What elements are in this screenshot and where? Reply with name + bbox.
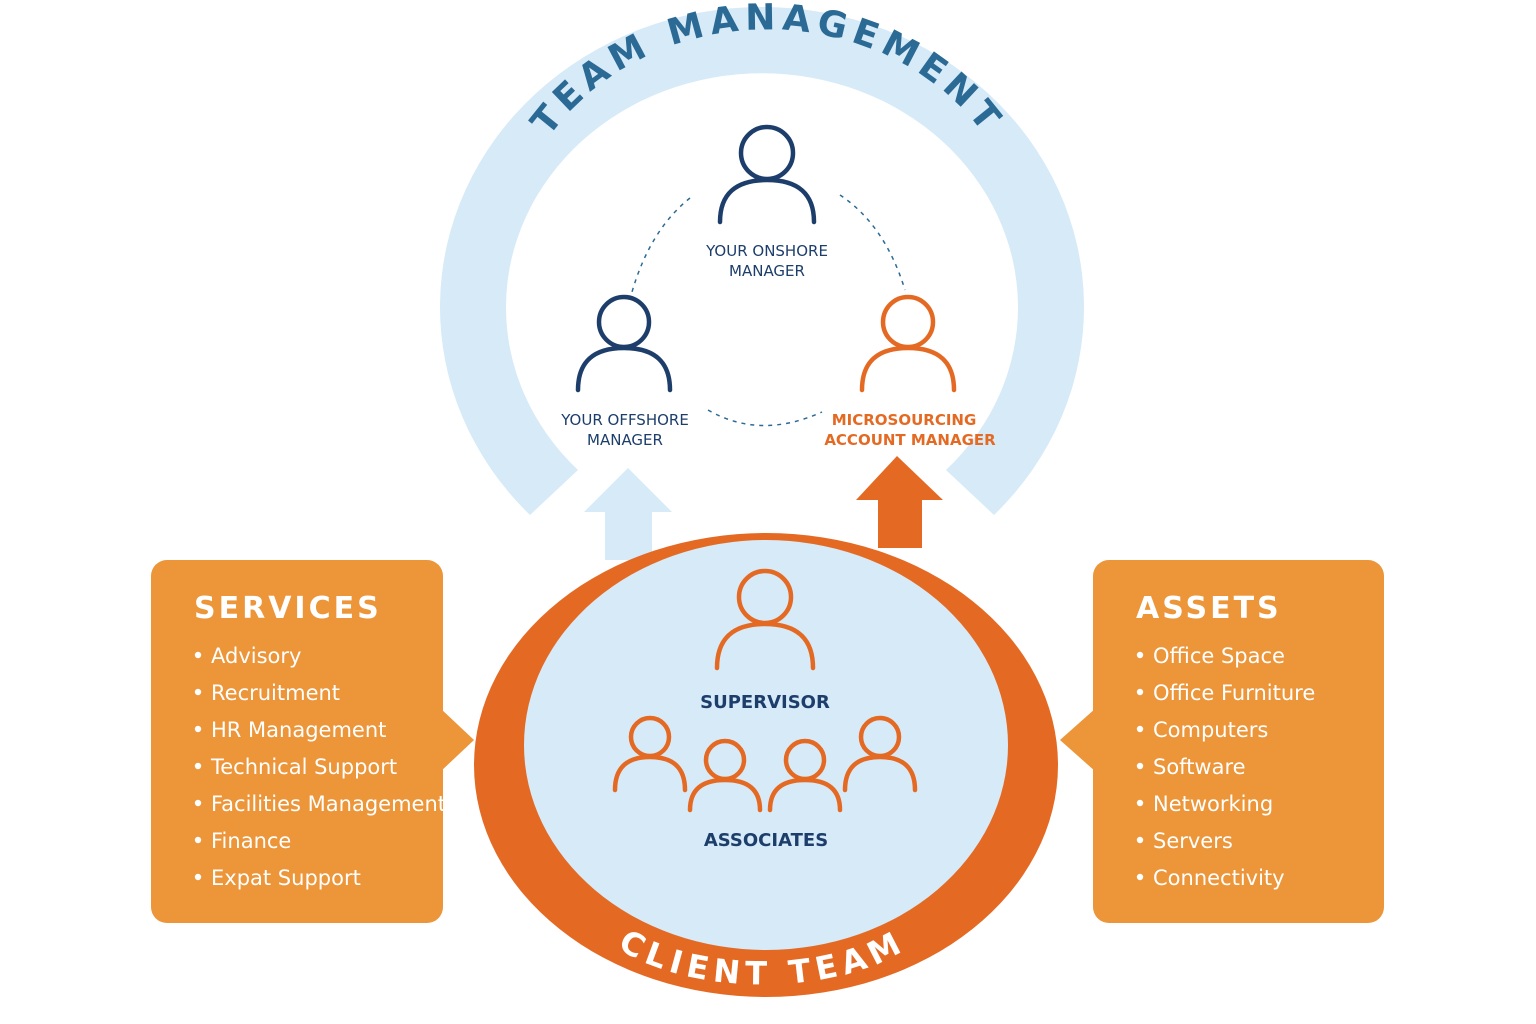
associate-icon — [767, 738, 843, 813]
offshore-up-arrow — [584, 468, 672, 560]
offshore-manager-label-line2: MANAGER — [587, 431, 663, 449]
onshore-manager-label-line2: MANAGER — [729, 262, 805, 280]
dashed-connectors — [631, 194, 906, 427]
offshore-manager-label-line1: YOUR OFFSHORE — [560, 411, 689, 429]
onshore-manager-label-line1: YOUR ONSHORE — [705, 242, 828, 260]
list-item: Finance — [194, 829, 291, 853]
svg-text:Facilities Management: Facilities Management — [211, 792, 446, 816]
offshore-manager-icon — [575, 294, 673, 393]
services-box: SERVICES Advisory Recruitment HR Managem… — [151, 560, 474, 923]
services-box-bg — [151, 560, 443, 923]
list-item: Expat Support — [194, 866, 361, 890]
connector-onshore-offshore — [631, 197, 691, 293]
assets-title: ASSETS — [1136, 591, 1282, 626]
list-item: Servers — [1136, 829, 1233, 853]
svg-text:Office Space: Office Space — [1153, 644, 1285, 668]
account-manager-label-line2: ACCOUNT MANAGER — [824, 431, 996, 449]
list-item: Office Space — [1136, 644, 1285, 668]
client-team-inner — [524, 540, 1008, 950]
svg-text:Expat Support: Expat Support — [211, 866, 361, 890]
account-manager-icon — [859, 294, 957, 393]
list-item: Networking — [1136, 792, 1273, 816]
assets-box: ASSETS Office Space Office Furniture Com… — [1060, 560, 1384, 923]
list-item: HR Management — [194, 718, 386, 742]
connector-onshore-account — [839, 194, 906, 291]
svg-text:Finance: Finance — [211, 829, 291, 853]
svg-text:Office Furniture: Office Furniture — [1153, 681, 1315, 705]
account-manager-up-arrow — [856, 456, 943, 548]
svg-text:Servers: Servers — [1153, 829, 1233, 853]
list-item: Technical Support — [194, 755, 397, 779]
svg-text:Computers: Computers — [1153, 718, 1268, 742]
associate-icon — [612, 715, 688, 793]
services-list: Advisory Recruitment HR Management Techn… — [194, 644, 446, 890]
assets-box-pointer — [1060, 708, 1096, 772]
account-manager-label-line1: MICROSOURCING — [832, 411, 977, 429]
associate-icon — [687, 738, 763, 813]
services-title: SERVICES — [194, 591, 382, 626]
svg-text:Networking: Networking — [1153, 792, 1273, 816]
list-item: Advisory — [194, 644, 301, 668]
svg-text:Software: Software — [1153, 755, 1246, 779]
onshore-manager-icon — [717, 124, 817, 225]
supervisor-label: SUPERVISOR — [700, 692, 830, 713]
list-item: Facilities Management — [194, 792, 446, 816]
assets-list: Office Space Office Furniture Computers … — [1136, 644, 1315, 890]
connector-offshore-account — [707, 409, 823, 427]
associate-icon — [842, 715, 918, 793]
svg-text:Connectivity: Connectivity — [1153, 866, 1285, 890]
supervisor-icon — [714, 568, 816, 671]
associates-icons — [612, 715, 918, 813]
services-box-pointer — [440, 708, 474, 772]
team-management-ring — [439, 6, 1084, 515]
list-item: Office Furniture — [1136, 681, 1315, 705]
associates-label: ASSOCIATES — [704, 830, 828, 851]
list-item: Recruitment — [194, 681, 340, 705]
list-item: Computers — [1136, 718, 1268, 742]
svg-text:Recruitment: Recruitment — [211, 681, 340, 705]
list-item: Connectivity — [1136, 866, 1285, 890]
svg-text:Advisory: Advisory — [211, 644, 301, 668]
svg-text:Technical Support: Technical Support — [210, 755, 397, 779]
list-item: Software — [1136, 755, 1246, 779]
assets-box-bg — [1093, 560, 1384, 923]
svg-text:HR Management: HR Management — [211, 718, 386, 742]
